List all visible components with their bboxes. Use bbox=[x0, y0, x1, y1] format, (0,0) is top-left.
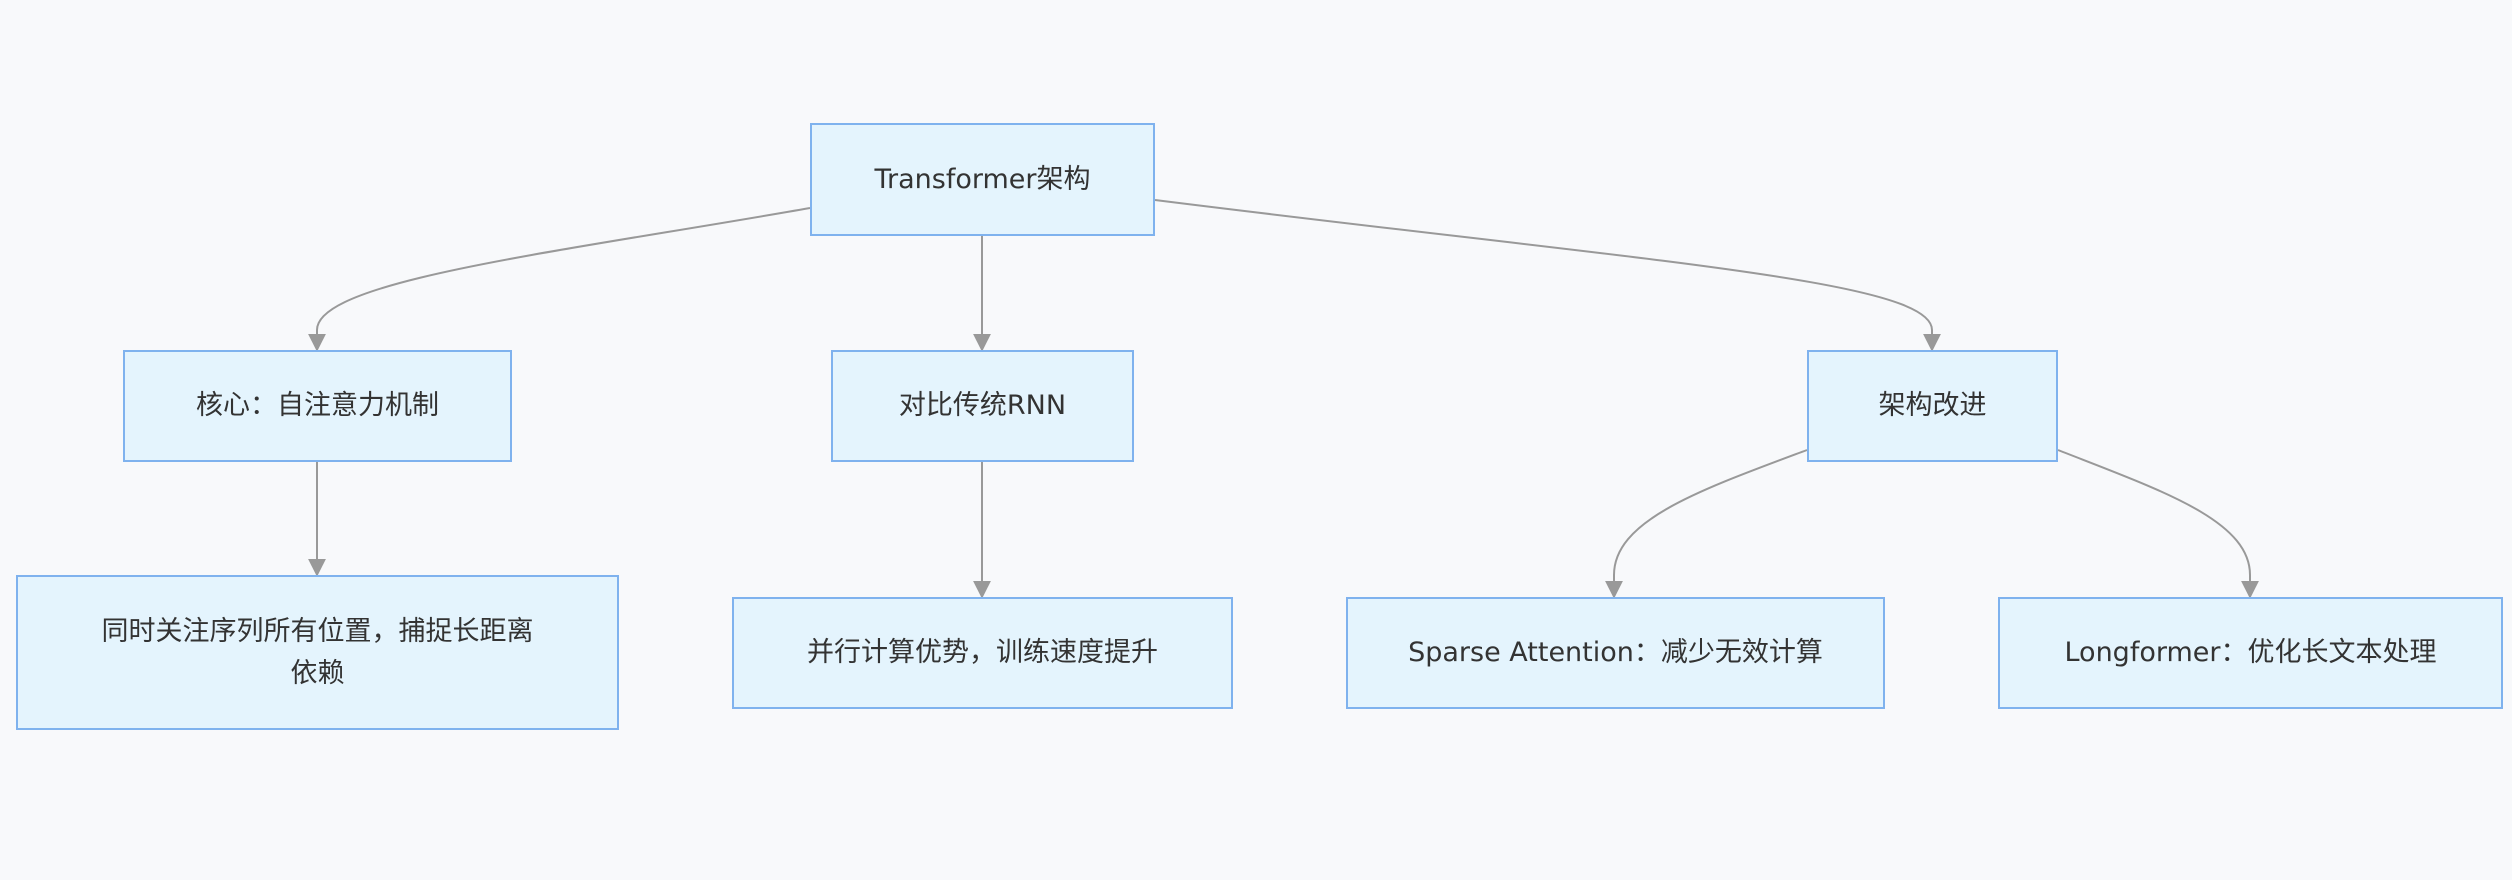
node-transformer-architecture: Transformer架构 bbox=[810, 123, 1155, 236]
node-compare-rnn: 对比传统RNN bbox=[831, 350, 1134, 462]
node-core-self-attention: 核心：自注意力机制 bbox=[123, 350, 512, 462]
node-architecture-improvements: 架构改进 bbox=[1807, 350, 2058, 462]
node-attend-all-positions: 同时关注序列所有位置，捕捉长距离 依赖 bbox=[16, 575, 619, 730]
node-sparse-attention: Sparse Attention：减少无效计算 bbox=[1346, 597, 1885, 709]
node-longformer: Longformer：优化长文本处理 bbox=[1998, 597, 2503, 709]
edge-improve-sparse bbox=[1605, 449, 1808, 599]
node-parallel-compute: 并行计算优势，训练速度提升 bbox=[732, 597, 1233, 709]
edge-improve-longformer bbox=[2057, 449, 2259, 599]
edge-root-improve bbox=[1154, 199, 1941, 352]
edge-root-core bbox=[308, 207, 811, 352]
